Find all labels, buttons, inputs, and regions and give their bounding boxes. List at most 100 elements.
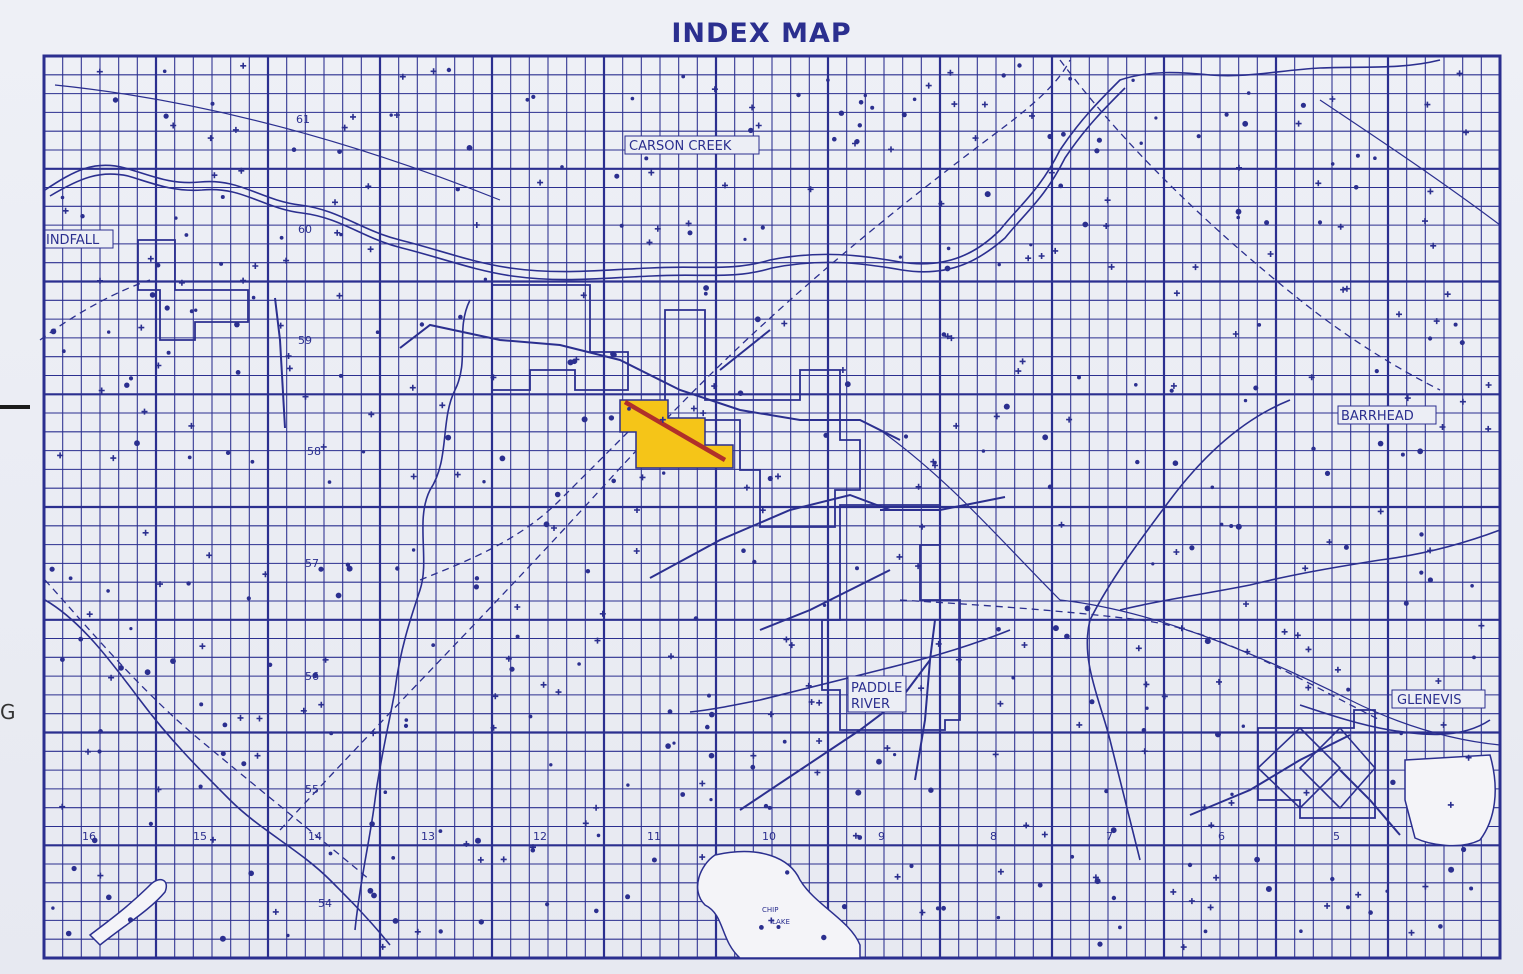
well-cross xyxy=(915,483,922,490)
well-cross xyxy=(1188,898,1195,905)
well-dot xyxy=(1343,544,1349,550)
well-dot xyxy=(838,110,845,116)
well-cross xyxy=(277,322,284,329)
well-dot xyxy=(863,93,867,98)
well-dot xyxy=(367,887,374,894)
well-cross xyxy=(947,69,954,76)
well-cross xyxy=(852,832,859,839)
well-dot xyxy=(106,894,112,901)
well-dot xyxy=(996,915,1001,920)
well-cross xyxy=(336,292,343,299)
pipeline-8 xyxy=(274,297,286,429)
well-dot xyxy=(1139,141,1143,145)
well-dot xyxy=(703,285,709,291)
well-dot xyxy=(1135,459,1140,465)
well-cross xyxy=(1439,424,1446,430)
well-cross xyxy=(1192,264,1199,271)
well-dot xyxy=(1257,323,1262,327)
well-dot xyxy=(1385,889,1389,893)
label-glenevis: GLENEVIS xyxy=(1397,693,1461,708)
well-dot xyxy=(411,548,416,552)
well-dot xyxy=(279,235,284,240)
well-cross xyxy=(252,263,259,269)
well-cross xyxy=(463,840,470,847)
well-cross xyxy=(938,200,945,207)
well-cross xyxy=(1170,382,1177,389)
well-dot xyxy=(128,376,134,381)
well-dot xyxy=(1300,102,1306,108)
well-cross xyxy=(283,257,290,264)
well-dot xyxy=(1003,403,1010,410)
well-cross xyxy=(1048,169,1055,176)
river-north xyxy=(44,59,1441,273)
range-numbers: 16 15 14 13 12 11 10 9 8 7 6 5 xyxy=(82,830,1340,843)
well-cross xyxy=(322,656,329,663)
well-dot xyxy=(743,237,747,241)
range-10: 10 xyxy=(762,830,776,843)
well-dot xyxy=(680,792,686,797)
well-dot xyxy=(651,857,657,863)
well-dot xyxy=(127,917,134,923)
lakes xyxy=(88,754,1496,959)
well-dot xyxy=(475,837,481,844)
well-dot xyxy=(189,309,194,314)
well-cross xyxy=(1430,242,1437,249)
well-dot xyxy=(220,751,226,757)
well-dot xyxy=(1094,878,1101,885)
well-dot xyxy=(1470,584,1474,588)
well-cross xyxy=(981,101,988,108)
well-cross xyxy=(1435,678,1442,684)
well-cross xyxy=(699,854,706,861)
well-dot xyxy=(389,113,393,117)
well-cross xyxy=(490,374,497,381)
well-cross xyxy=(1228,799,1235,806)
well-dot xyxy=(1068,76,1073,81)
well-dot xyxy=(1189,545,1195,551)
well-dot xyxy=(687,230,693,236)
well-dot xyxy=(1368,910,1373,915)
well-cross xyxy=(240,277,247,284)
well-cross xyxy=(593,804,600,811)
well-dot xyxy=(404,718,409,722)
township-59: 59 xyxy=(298,334,312,347)
well-dot xyxy=(163,113,169,119)
well-dot xyxy=(1399,731,1403,736)
well-dot xyxy=(946,246,951,251)
well-cross xyxy=(365,183,372,190)
well-dot xyxy=(855,789,862,796)
well-dot xyxy=(246,596,251,601)
well-dot xyxy=(1224,112,1229,117)
well-dot xyxy=(65,930,72,937)
well-cross xyxy=(551,525,557,531)
well-dot xyxy=(327,480,332,484)
well-cross xyxy=(477,856,484,863)
well-dot xyxy=(665,743,671,749)
well-cross xyxy=(238,167,245,174)
well-dot xyxy=(419,322,425,327)
well-dot xyxy=(164,305,170,311)
well-dot xyxy=(707,693,711,698)
well-dot xyxy=(821,934,827,941)
well-cross xyxy=(1295,120,1302,127)
well-dot xyxy=(478,919,484,925)
well-dot xyxy=(530,847,536,853)
well-cross xyxy=(759,507,766,514)
well-cross xyxy=(659,416,666,423)
well-dot xyxy=(445,434,452,441)
well-cross xyxy=(711,86,718,93)
well-cross xyxy=(96,68,103,75)
well-cross xyxy=(1232,331,1239,337)
well-cross xyxy=(1433,318,1440,325)
well-cross xyxy=(1236,164,1242,171)
well-cross xyxy=(1052,247,1059,254)
well-cross xyxy=(341,124,348,131)
well-dot xyxy=(596,833,601,838)
well-dot xyxy=(870,105,875,110)
well-cross xyxy=(816,699,823,706)
well-cross xyxy=(1447,801,1454,808)
well-cross xyxy=(285,353,292,359)
well-dot xyxy=(107,330,111,334)
well-dot xyxy=(1145,706,1149,710)
well-cross xyxy=(1315,180,1322,187)
